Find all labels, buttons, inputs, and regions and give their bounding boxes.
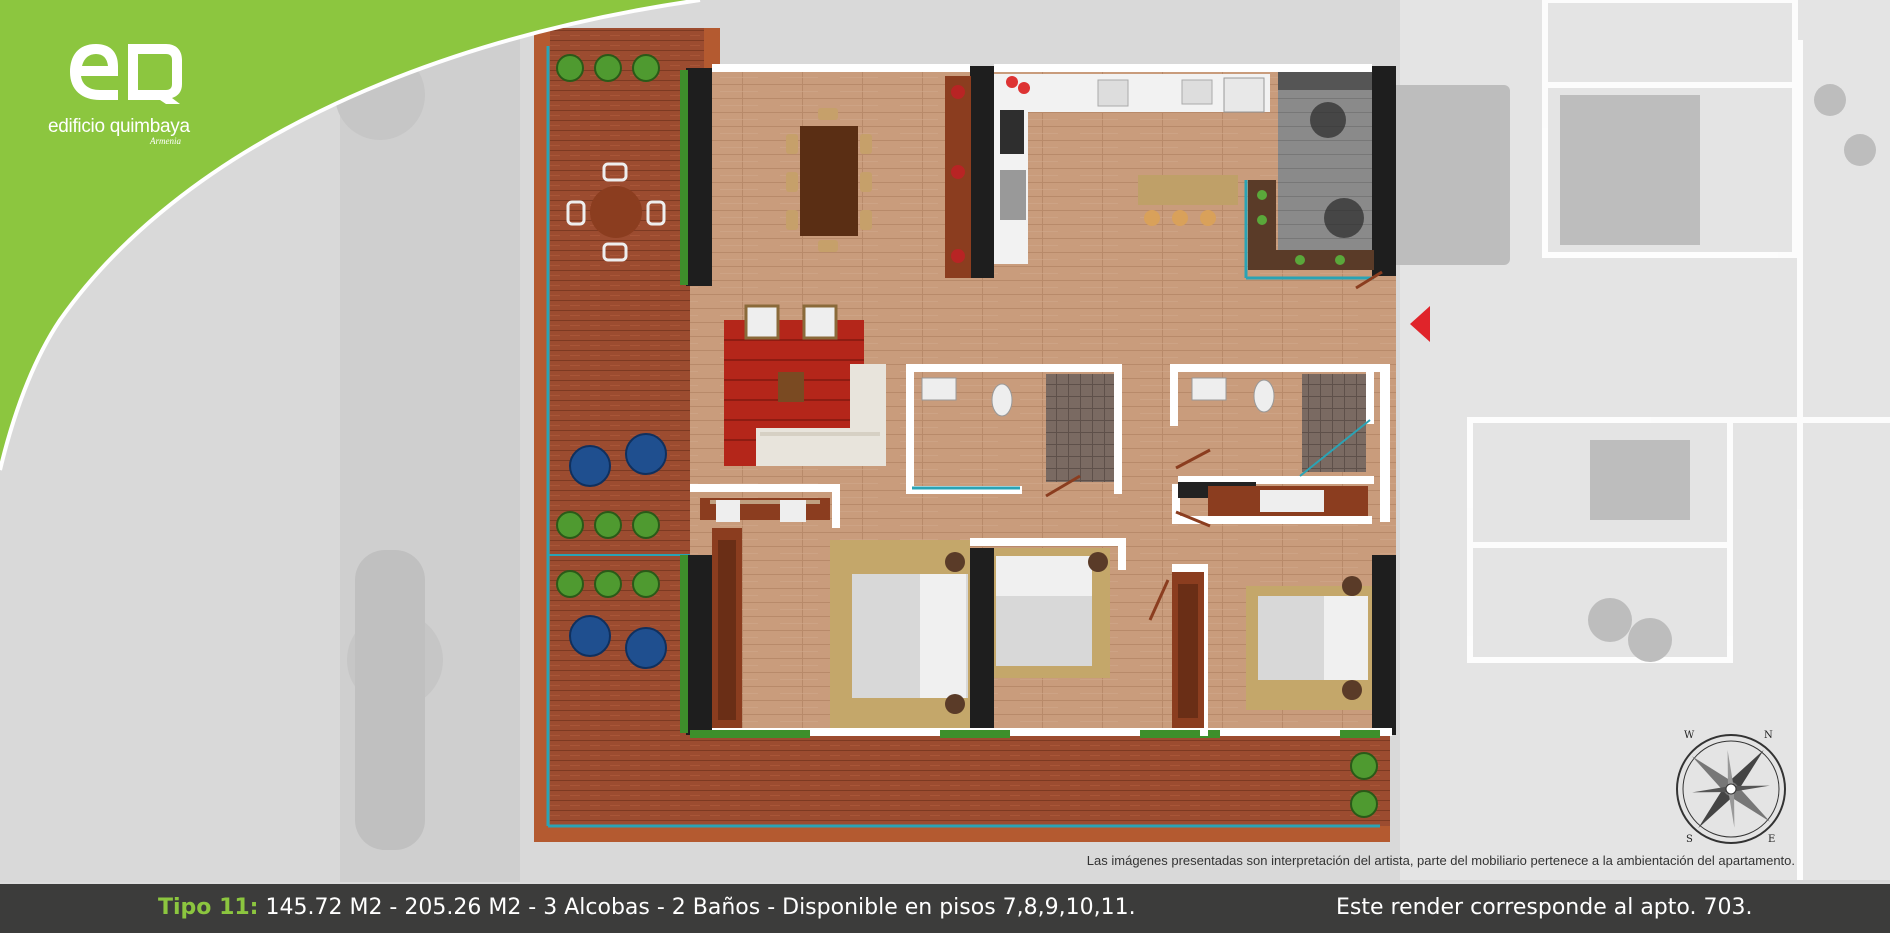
- compass-rose-icon: N W S E: [1668, 726, 1794, 852]
- floor-plan-render: [335, 0, 1890, 880]
- logo-mark-icon: [70, 44, 182, 104]
- footer-details: Tipo 11: 145.72 M2 - 205.26 M2 - 3 Alcob…: [158, 895, 1136, 920]
- compass-e: E: [1768, 834, 1776, 845]
- footer-bar: Tipo 11: 145.72 M2 - 205.26 M2 - 3 Alcob…: [0, 884, 1890, 933]
- compass-w: W: [1684, 730, 1695, 741]
- apt-note: Este render corresponde al apto. 703.: [1336, 895, 1753, 920]
- tipo-details: 145.72 M2 - 205.26 M2 - 3 Alcobas - 2 Ba…: [265, 895, 1136, 920]
- brand-swoosh: [0, 0, 701, 471]
- tipo-label: Tipo 11:: [158, 895, 259, 920]
- compass-n: N: [1764, 730, 1773, 741]
- logo-city: Armenia: [150, 136, 181, 146]
- compass-s: S: [1686, 834, 1693, 845]
- entry-arrow-icon: [1410, 306, 1430, 342]
- logo-name: edificio quimbaya: [48, 116, 190, 137]
- disclaimer-text: Las imágenes presentadas son interpretac…: [1086, 853, 1795, 868]
